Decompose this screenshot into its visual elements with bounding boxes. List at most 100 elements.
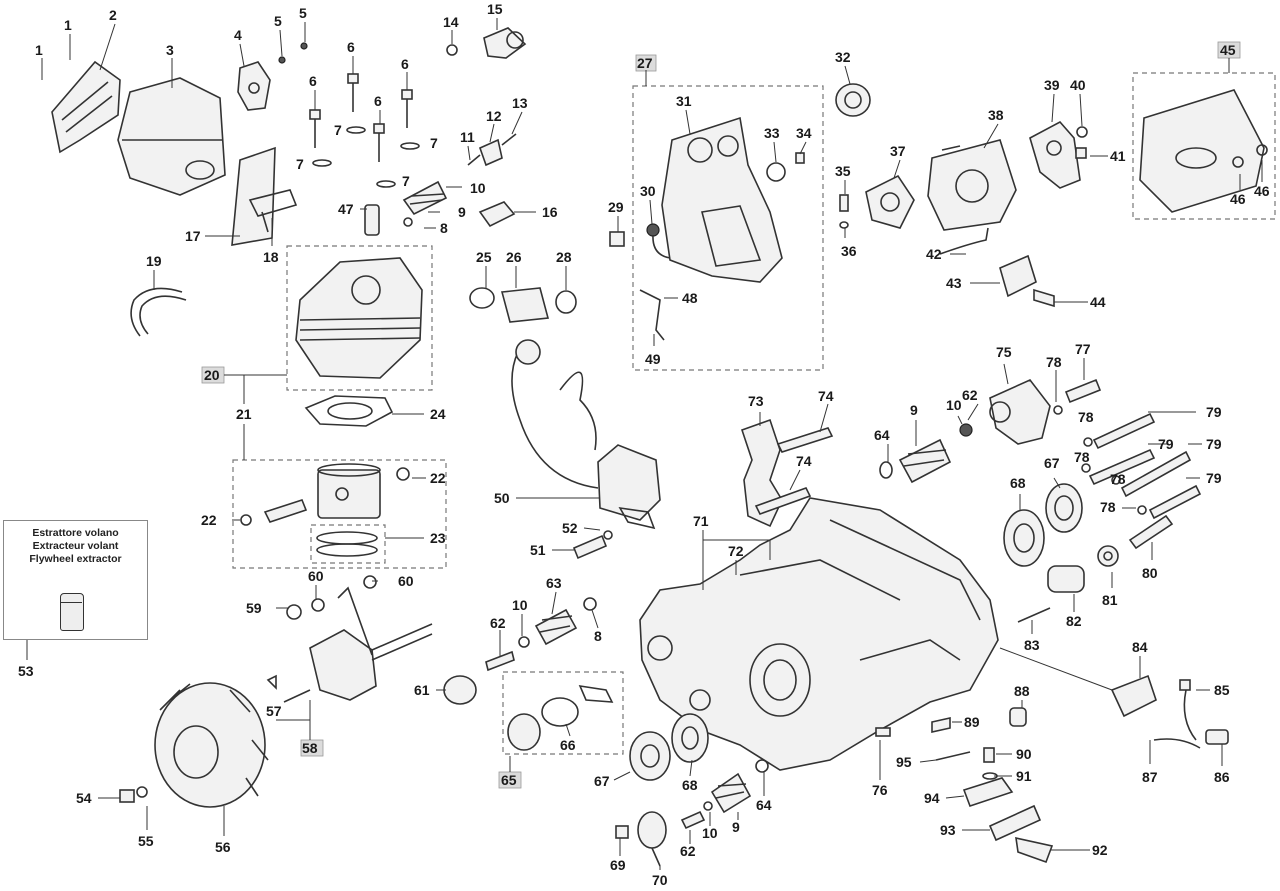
callout-66: 66 [560, 737, 576, 753]
callout-94: 94 [924, 790, 940, 806]
bolt-set-6 [309, 73, 420, 188]
callout-69: 69 [610, 857, 626, 873]
callout-6: 6 [309, 73, 317, 89]
callout-81: 81 [1102, 592, 1118, 608]
clip-14 [446, 44, 458, 56]
plate-93 [988, 804, 1042, 842]
throttle-linkage-42-44 [939, 227, 1055, 308]
callout-65: 65 [501, 772, 517, 788]
callout-53: 53 [18, 663, 34, 679]
callout-64: 64 [874, 427, 890, 443]
callout-8: 8 [594, 628, 602, 644]
callout-67: 67 [1044, 455, 1060, 471]
screw-77 [1064, 378, 1102, 404]
callout-12: 12 [486, 108, 502, 124]
carburetor-gasket [865, 174, 915, 229]
callout-25: 25 [476, 249, 492, 265]
callout-29: 29 [608, 199, 624, 215]
callout-78: 78 [1100, 499, 1116, 515]
callout-31: 31 [676, 93, 692, 109]
callout-78: 78 [1046, 354, 1062, 370]
callout-26: 26 [506, 249, 522, 265]
callout-73: 73 [748, 393, 764, 409]
callout-55: 55 [138, 833, 154, 849]
callout-10: 10 [702, 825, 718, 841]
callout-61: 61 [414, 682, 430, 698]
callout-88: 88 [1014, 683, 1030, 699]
extractor-label-it: Estrattore volano [32, 527, 119, 539]
callout-24: 24 [430, 406, 446, 422]
bushing-82 [1047, 565, 1085, 593]
callout-7: 7 [430, 135, 438, 151]
callout-57: 57 [266, 703, 282, 719]
bush-88 [1009, 707, 1027, 727]
callout-48: 48 [682, 290, 698, 306]
callout-62: 62 [962, 387, 978, 403]
callout-6: 6 [347, 39, 355, 55]
spring-9-right [898, 438, 952, 484]
callout-23: 23 [430, 530, 446, 546]
oil-filter-86 [1205, 729, 1229, 745]
callout-28: 28 [556, 249, 572, 265]
callout-10: 10 [512, 597, 528, 613]
flywheel [154, 682, 269, 808]
callout-74: 74 [818, 388, 834, 404]
piston [317, 463, 381, 519]
callout-50: 50 [494, 490, 510, 506]
carb-bracket-39 [1029, 120, 1081, 189]
callout-5: 5 [274, 13, 282, 29]
callout-54: 54 [76, 790, 92, 806]
callout-67: 67 [594, 773, 610, 789]
flywheel-extractor-icon [60, 593, 84, 631]
callout-70: 70 [652, 872, 668, 888]
callout-93: 93 [940, 822, 956, 838]
key-57 [266, 674, 277, 690]
crankcase [639, 497, 999, 771]
callout-84: 84 [1132, 639, 1148, 655]
callout-90: 90 [1016, 746, 1032, 762]
callout-83: 83 [1024, 637, 1040, 653]
nut-washer-54-55 [119, 786, 148, 803]
lever-92 [1015, 836, 1054, 864]
bearings-67-68-right [1003, 483, 1083, 567]
chain-catcher-84 [1110, 674, 1157, 718]
callout-45: 45 [1220, 42, 1236, 58]
callout-46: 46 [1230, 191, 1246, 207]
oil-pump-group-65-66 [507, 684, 614, 751]
callout-75: 75 [996, 344, 1012, 360]
callout-9: 9 [732, 819, 740, 835]
screw-90-washer-91 [982, 747, 998, 780]
screw-62-bottom [680, 810, 706, 830]
screw-62-left [485, 650, 515, 672]
carburetor [927, 139, 1017, 231]
tank-handle [646, 116, 783, 283]
lever-94 [962, 777, 1014, 808]
leader-lines [26, 18, 1263, 870]
callout-14: 14 [443, 14, 459, 30]
spring-95 [935, 751, 971, 761]
exhaust-gasket-plate [231, 146, 298, 246]
callout-32: 32 [835, 49, 851, 65]
callout-76: 76 [872, 782, 888, 798]
callout-41: 41 [1110, 148, 1126, 164]
callout-8: 8 [440, 220, 448, 236]
screw-89 [931, 717, 951, 733]
spark-plug [483, 27, 527, 59]
callout-15: 15 [487, 1, 503, 17]
callout-79: 79 [1206, 470, 1222, 486]
spring-9-top [402, 180, 448, 227]
callout-51: 51 [530, 542, 546, 558]
callout-27: 27 [637, 55, 653, 71]
callout-6: 6 [401, 56, 409, 72]
callout-56: 56 [215, 839, 231, 855]
small-screws-5 [278, 42, 308, 64]
callout-10: 10 [946, 397, 962, 413]
bearing-59 [286, 604, 302, 620]
callout-5: 5 [299, 5, 307, 21]
oring-10-bottom [703, 801, 713, 811]
crankshaft [283, 586, 433, 703]
callout-7: 7 [402, 173, 410, 189]
callout-10: 10 [470, 180, 486, 196]
washer-8-left [583, 597, 597, 611]
callout-80: 80 [1142, 565, 1158, 581]
